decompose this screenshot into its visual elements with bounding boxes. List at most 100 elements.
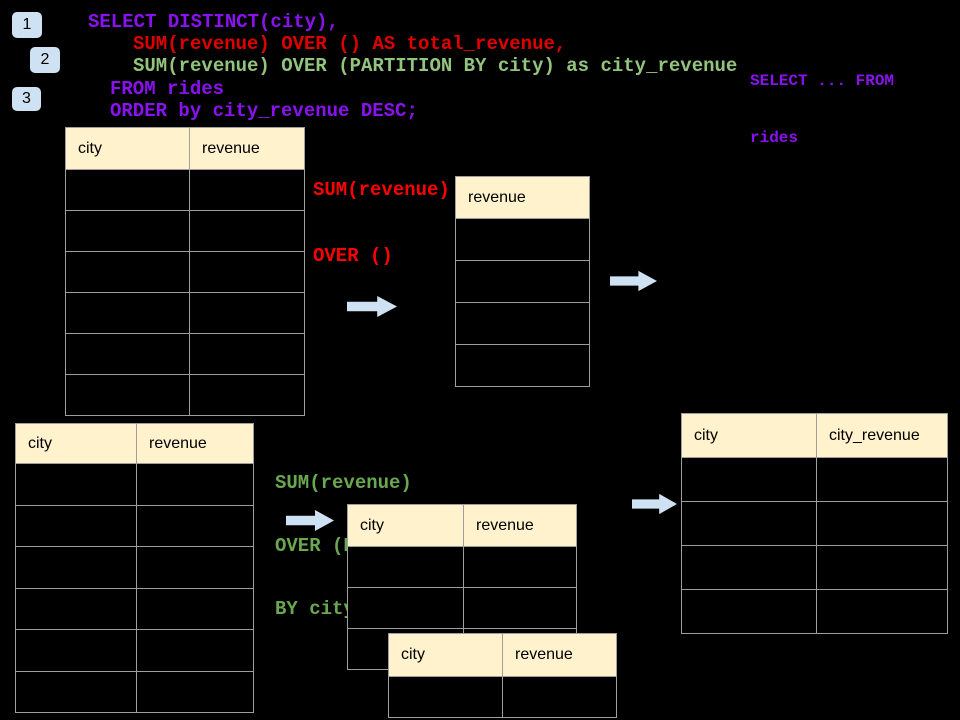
empty-cell	[681, 589, 817, 634]
column-header-city: city	[388, 633, 503, 677]
column-header-revenue: revenue	[189, 127, 305, 170]
table-row	[15, 546, 254, 589]
table-row	[65, 292, 305, 334]
empty-cell	[463, 587, 577, 629]
side-note-line-2: rides	[750, 129, 799, 147]
label-total-line-1: SUM(revenue)	[313, 179, 450, 201]
table-row	[347, 546, 577, 588]
table-row	[65, 169, 305, 211]
table-row	[65, 251, 305, 293]
empty-cell	[65, 333, 190, 375]
empty-cell	[455, 260, 590, 303]
column-header-city: city	[347, 504, 464, 547]
empty-cell	[136, 670, 254, 713]
table-row	[455, 302, 590, 345]
empty-cell	[816, 589, 948, 634]
empty-cell	[347, 546, 464, 588]
arrow-right-icon	[632, 493, 677, 515]
sql-line-select: SELECT DISTINCT(city),	[88, 11, 339, 33]
empty-cell	[816, 457, 948, 502]
table-row	[681, 545, 948, 590]
column-header-city-revenue: city_revenue	[816, 413, 948, 458]
side-note-select-from-rides: SELECT ... FROM rides	[750, 34, 894, 186]
arrow-right-icon	[610, 270, 657, 292]
empty-cell	[65, 169, 190, 211]
sql-line-order-by: ORDER by city_revenue DESC;	[110, 100, 418, 122]
table-row	[15, 504, 254, 547]
table-header-row: city city_revenue	[681, 413, 948, 458]
arrow-right-icon	[286, 509, 334, 532]
empty-cell	[816, 545, 948, 590]
table-header-row: city revenue	[15, 423, 254, 464]
column-header-revenue: revenue	[463, 504, 577, 547]
label-sum-over-total: SUM(revenue) OVER ()	[313, 135, 450, 311]
table-header-row: city revenue	[347, 504, 577, 547]
table-header-row: city revenue	[65, 127, 305, 170]
table-row	[65, 210, 305, 252]
table-total-revenue: revenue	[455, 176, 590, 387]
empty-cell	[15, 546, 137, 589]
empty-cell	[502, 676, 617, 718]
empty-cell	[816, 501, 948, 546]
empty-cell	[189, 333, 305, 375]
label-total-line-2: OVER ()	[313, 245, 393, 267]
column-header-revenue: revenue	[502, 633, 617, 677]
table-result-city-revenue: city city_revenue	[681, 413, 948, 634]
empty-cell	[463, 546, 577, 588]
empty-cell	[136, 587, 254, 630]
column-header-city: city	[65, 127, 190, 170]
empty-cell	[455, 344, 590, 387]
label-partition-line-1: SUM(revenue)	[275, 472, 412, 494]
table-row	[65, 333, 305, 375]
step-badge-1: 1	[12, 12, 42, 38]
column-header-city: city	[681, 413, 817, 458]
empty-cell	[189, 169, 305, 211]
empty-cell	[681, 545, 817, 590]
table-row	[347, 587, 577, 629]
column-header-city: city	[15, 423, 137, 464]
empty-cell	[681, 501, 817, 546]
table-city-revenue-partition-lower: city revenue	[388, 633, 617, 718]
empty-cell	[15, 587, 137, 630]
table-row	[455, 344, 590, 387]
empty-cell	[15, 629, 137, 672]
table-rides-source-bottom: city revenue	[15, 423, 254, 713]
table-row	[388, 676, 617, 718]
empty-cell	[136, 463, 254, 506]
table-row	[455, 218, 590, 261]
empty-cell	[15, 463, 137, 506]
empty-cell	[65, 292, 190, 334]
step-badge-2: 2	[30, 47, 60, 73]
empty-cell	[189, 374, 305, 416]
step-badge-2-label: 2	[40, 51, 50, 68]
empty-cell	[388, 676, 503, 718]
empty-cell	[455, 302, 590, 345]
empty-cell	[189, 292, 305, 334]
table-row	[15, 670, 254, 713]
column-header-revenue: revenue	[136, 423, 254, 464]
table-rides-source-top: city revenue	[65, 127, 305, 416]
table-row	[15, 463, 254, 506]
table-row	[681, 457, 948, 502]
empty-cell	[136, 546, 254, 589]
sql-line-sum-over-total: SUM(revenue) OVER () AS total_revenue,	[133, 33, 567, 55]
table-row	[455, 260, 590, 303]
table-city-revenue-partition-upper: city revenue	[347, 504, 577, 670]
table-row	[681, 501, 948, 546]
empty-cell	[189, 251, 305, 293]
table-row	[15, 587, 254, 630]
sql-line-sum-over-partition: SUM(revenue) OVER (PARTITION BY city) as…	[133, 55, 738, 77]
empty-cell	[65, 251, 190, 293]
empty-cell	[681, 457, 817, 502]
empty-cell	[455, 218, 590, 261]
table-header-row: city revenue	[388, 633, 617, 677]
table-row	[15, 629, 254, 672]
step-badge-3-label: 3	[22, 90, 31, 107]
step-badge-1-label: 1	[22, 16, 32, 33]
table-header-row: revenue	[455, 176, 590, 219]
table-row	[681, 589, 948, 634]
empty-cell	[189, 210, 305, 252]
step-badge-3: 3	[12, 87, 41, 111]
empty-cell	[136, 504, 254, 547]
